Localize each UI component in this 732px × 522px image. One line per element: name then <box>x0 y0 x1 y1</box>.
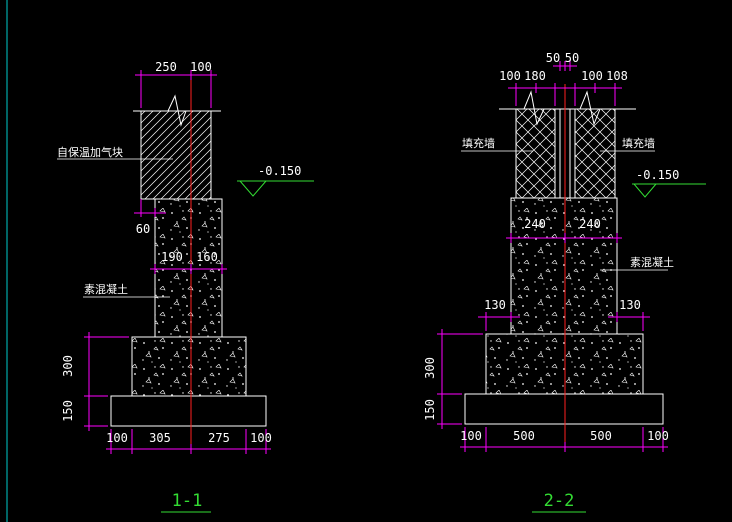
section-1-break-line <box>133 94 221 127</box>
section-2-concrete-label: 素混凝土 <box>630 255 674 269</box>
section-2-vdim-300: 300 <box>423 357 437 379</box>
section-1-level-text: -0.150 <box>258 164 301 178</box>
section-2-side-dimension <box>478 312 650 331</box>
section-2-bottom-dim-500-right: 500 <box>590 429 612 443</box>
section-2-top-dim-180: 180 <box>524 69 546 83</box>
section-2-level-text: -0.150 <box>636 168 679 182</box>
section-2-top-dim-50-left: 50 <box>546 51 560 65</box>
section-1-lower-pier <box>154 268 223 338</box>
section-2-level-marker <box>632 183 706 198</box>
section-1-dim-60-lines <box>134 199 166 217</box>
section-1-vdim-300: 300 <box>61 355 75 377</box>
section-2-break-line <box>499 90 636 126</box>
section-1-wall-label: 自保温加气块 <box>57 145 123 159</box>
section-2-mid-dimension <box>506 233 622 243</box>
section-1-upper-pier <box>154 198 223 270</box>
section-1-dim-60: 60 <box>136 222 150 236</box>
section-2-vdim-150: 150 <box>423 399 437 421</box>
section-2-top-dimension-lower <box>508 83 622 106</box>
section-1-bottom-dim-305: 305 <box>149 431 171 445</box>
section-1-vdim-150: 150 <box>61 400 75 422</box>
section-2-top-dim-50-right: 50 <box>565 51 579 65</box>
section-2-mid-dim-240-right: 240 <box>579 217 601 231</box>
section-2-bottom-dimension <box>460 427 668 452</box>
section-2-bottom-dim-100-right: 100 <box>647 429 669 443</box>
section-2-side-dim-130-left: 130 <box>484 298 506 312</box>
section-2-vertical-dimension <box>437 329 483 429</box>
section-1-title: 1-1 <box>172 491 203 511</box>
section-2-top-dim-108: 108 <box>606 69 628 83</box>
section-1-concrete-label: 素混凝土 <box>84 282 128 296</box>
section-1-top-dim-250: 250 <box>155 60 177 74</box>
section-1-bottom-dim-100-left: 100 <box>106 431 128 445</box>
section-1-footing-step <box>131 336 247 397</box>
section-1-wall-block <box>140 110 212 200</box>
section-2-title: 2-2 <box>544 491 575 511</box>
section-2-mid-dim-240-left: 240 <box>524 217 546 231</box>
section-1-bottom-dim-275: 275 <box>208 431 230 445</box>
section-1-footing-base <box>110 395 267 427</box>
section-1-mid-dimension <box>150 264 227 274</box>
section-2-bottom-dim-100-left: 100 <box>460 429 482 443</box>
section-1-mid-dim-190: 190 <box>161 250 183 264</box>
section-2-footing-base <box>464 393 664 425</box>
section-2-upper-pier <box>510 197 618 239</box>
section-2-wall-label-right: 填充墙 <box>622 136 655 150</box>
section-2-2: 50 50 100 180 100 108 填充墙 填充墙 -0.150 <box>423 51 706 513</box>
section-1-bottom-dim-100-right: 100 <box>250 431 272 445</box>
section-1-bottom-dimension <box>106 429 271 454</box>
section-2-top-dim-100-b: 100 <box>581 69 603 83</box>
section-1-top-dimension <box>135 70 217 108</box>
section-1-1: 250 100 自保温加气块 -0.150 60 190 160 素混凝土 <box>57 60 314 513</box>
section-1-top-dim-100: 100 <box>190 60 212 74</box>
section-1-level-marker <box>237 180 314 197</box>
section-2-wall-label-left: 填充墙 <box>462 136 495 150</box>
section-2-top-dim-100-a: 100 <box>499 69 521 83</box>
section-2-bottom-dim-500-left: 500 <box>513 429 535 443</box>
section-1-mid-dim-160: 160 <box>196 250 218 264</box>
section-2-top-dimension-upper <box>553 61 577 71</box>
section-2-side-dim-130-right: 130 <box>619 298 641 312</box>
section-2-wall-left <box>515 108 556 199</box>
section-2-lower-pier <box>510 237 618 335</box>
section-1-vertical-dimension <box>84 332 129 431</box>
